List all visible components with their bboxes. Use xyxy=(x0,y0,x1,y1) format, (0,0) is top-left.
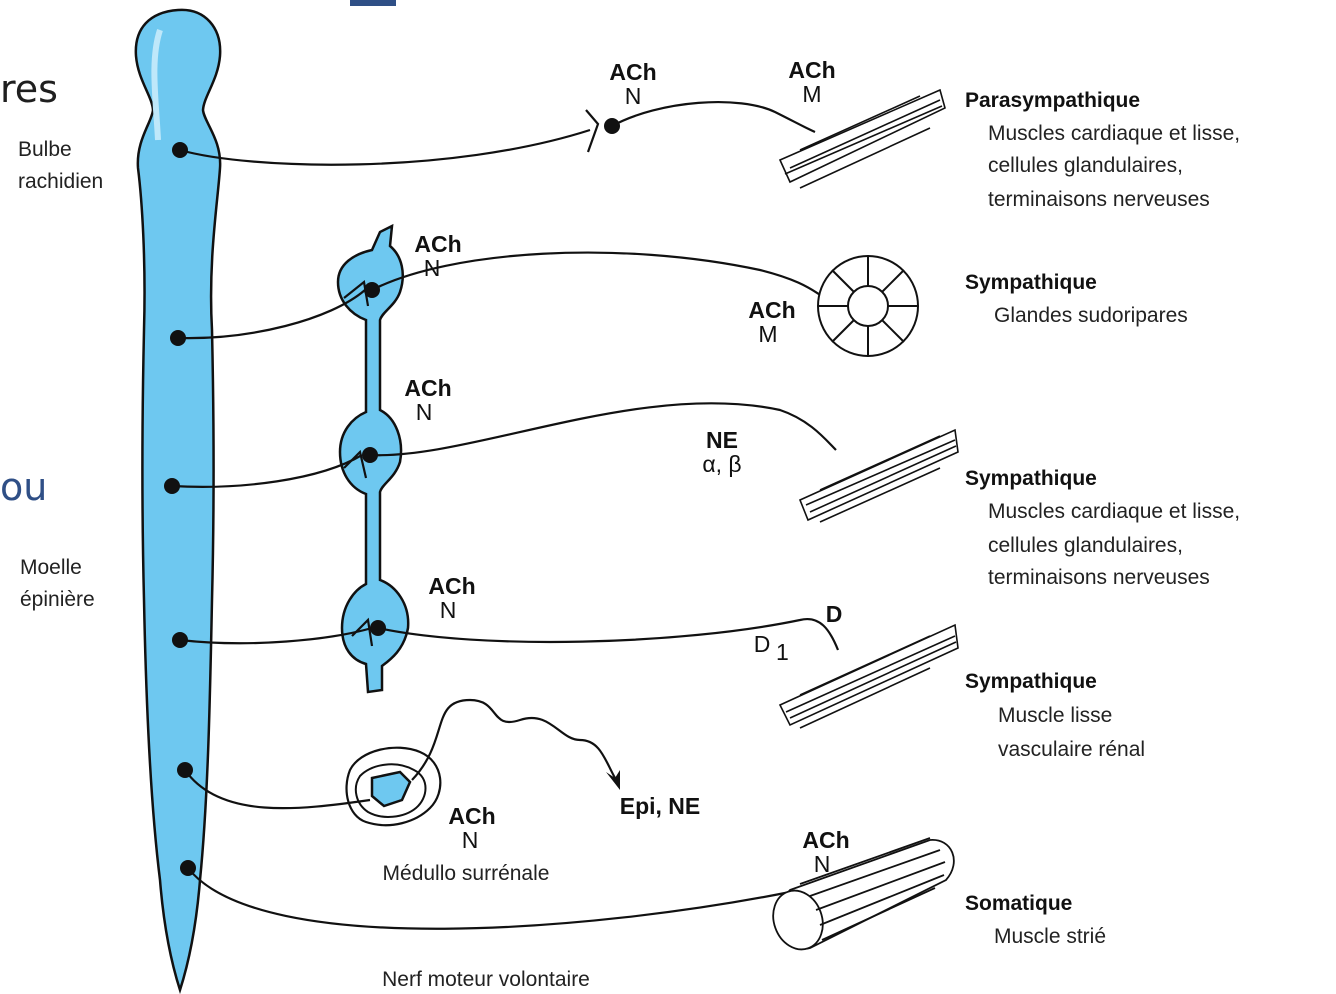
target-sympathique-1: Sympathique Glandes sudoripares xyxy=(965,271,1188,327)
para-preganglionic-fiber xyxy=(180,130,590,165)
nt-sympa2-ganglion-2: N xyxy=(416,399,433,425)
target-title: Sympathique xyxy=(965,670,1097,693)
target-line: Glandes sudoripares xyxy=(994,304,1188,327)
cord-dot-5 xyxy=(177,762,193,778)
nt-sympa3-target-subscript: 1 xyxy=(776,639,789,665)
nt-sympa2-target-1: NE xyxy=(706,427,738,453)
nt-sympa3-ganglion-2: N xyxy=(440,597,457,623)
target-line: cellules glandulaires, xyxy=(988,154,1183,177)
nt-adrenal-1: ACh xyxy=(448,803,495,829)
target-line: Muscle lisse xyxy=(998,704,1112,727)
nt-para-target-1: ACh xyxy=(788,57,835,83)
adrenal-preganglionic-fiber xyxy=(185,770,370,808)
striated-muscle-target xyxy=(765,838,954,956)
smooth-muscle-target-2 xyxy=(800,430,958,522)
nt-somatic-1: ACh xyxy=(802,827,849,853)
ganglion-dot-para xyxy=(604,118,620,134)
target-line: terminaisons nerveuses xyxy=(988,188,1210,211)
cord-dot-4 xyxy=(172,632,188,648)
target-line: Muscles cardiaque et lisse, xyxy=(988,500,1240,523)
target-sympathique-3: Sympathique Muscle lisse vasculaire réna… xyxy=(965,670,1145,761)
nt-para-ganglion-2: N xyxy=(625,83,642,109)
smooth-muscle-target-3 xyxy=(780,625,958,728)
nt-para-target-2: M xyxy=(802,81,821,107)
ganglion-dot-3 xyxy=(370,620,386,636)
target-line: Muscles cardiaque et lisse, xyxy=(988,122,1240,145)
nt-sympa2-ganglion-1: ACh xyxy=(404,375,451,401)
motor-nerve-label: Nerf moteur volontaire xyxy=(382,968,590,991)
target-title: Somatique xyxy=(965,892,1072,915)
adrenal-label: Médullo surrénale xyxy=(383,862,550,885)
target-parasympathique: Parasympathique Muscles cardiaque et lis… xyxy=(965,89,1240,211)
target-somatique: Somatique Muscle strié xyxy=(965,892,1106,948)
nt-sympa1-target-2: M xyxy=(758,321,777,347)
nt-sympa1-target-1: ACh xyxy=(748,297,795,323)
nt-sympa2-target-2: α, β xyxy=(702,451,741,477)
target-sympathique-2: Sympathique Muscles cardiaque et lisse, … xyxy=(965,467,1240,589)
target-line: Muscle strié xyxy=(994,925,1106,948)
target-line: cellules glandulaires, xyxy=(988,534,1183,557)
para-postganglionic-fiber xyxy=(612,102,815,132)
bulbe-label-2: rachidien xyxy=(18,170,103,193)
nt-adrenal-2: N xyxy=(462,827,479,853)
nt-sympa3-ganglion-1: ACh xyxy=(428,573,475,599)
bulbe-label-1: Bulbe xyxy=(18,138,72,161)
ganglion-dot-1 xyxy=(364,282,380,298)
cord-dot-1 xyxy=(172,142,188,158)
target-title: Parasympathique xyxy=(965,89,1140,112)
cord-dot-2 xyxy=(170,330,186,346)
moelle-label-2: épinière xyxy=(20,588,95,611)
nt-sympa1-ganglion-2: N xyxy=(424,255,441,281)
slide-title-fragment xyxy=(350,0,396,6)
sweat-gland-target xyxy=(818,256,918,356)
target-title: Sympathique xyxy=(965,271,1097,294)
slide-text-fragment-middle: ou xyxy=(0,465,47,509)
target-line: terminaisons nerveuses xyxy=(988,566,1210,589)
nt-sympa1-ganglion-1: ACh xyxy=(414,231,461,257)
moelle-label-1: Moelle xyxy=(20,556,82,579)
target-line: vasculaire rénal xyxy=(998,738,1145,761)
nt-para-ganglion-1: ACh xyxy=(609,59,656,85)
target-title: Sympathique xyxy=(965,467,1097,490)
cord-dot-6 xyxy=(180,860,196,876)
adrenal-release-wavy xyxy=(412,700,615,780)
nt-sympa3-target-bottom: D xyxy=(754,631,771,657)
ganglion-dot-2 xyxy=(362,447,378,463)
sympa2-postganglionic-fiber xyxy=(370,403,836,455)
nt-sympa3-target-top: D xyxy=(826,601,843,627)
adrenal-release-label: Epi, NE xyxy=(620,793,701,819)
nt-somatic-2: N xyxy=(814,851,831,877)
cord-dot-3 xyxy=(164,478,180,494)
slide-text-fragment-top: res xyxy=(0,67,58,111)
